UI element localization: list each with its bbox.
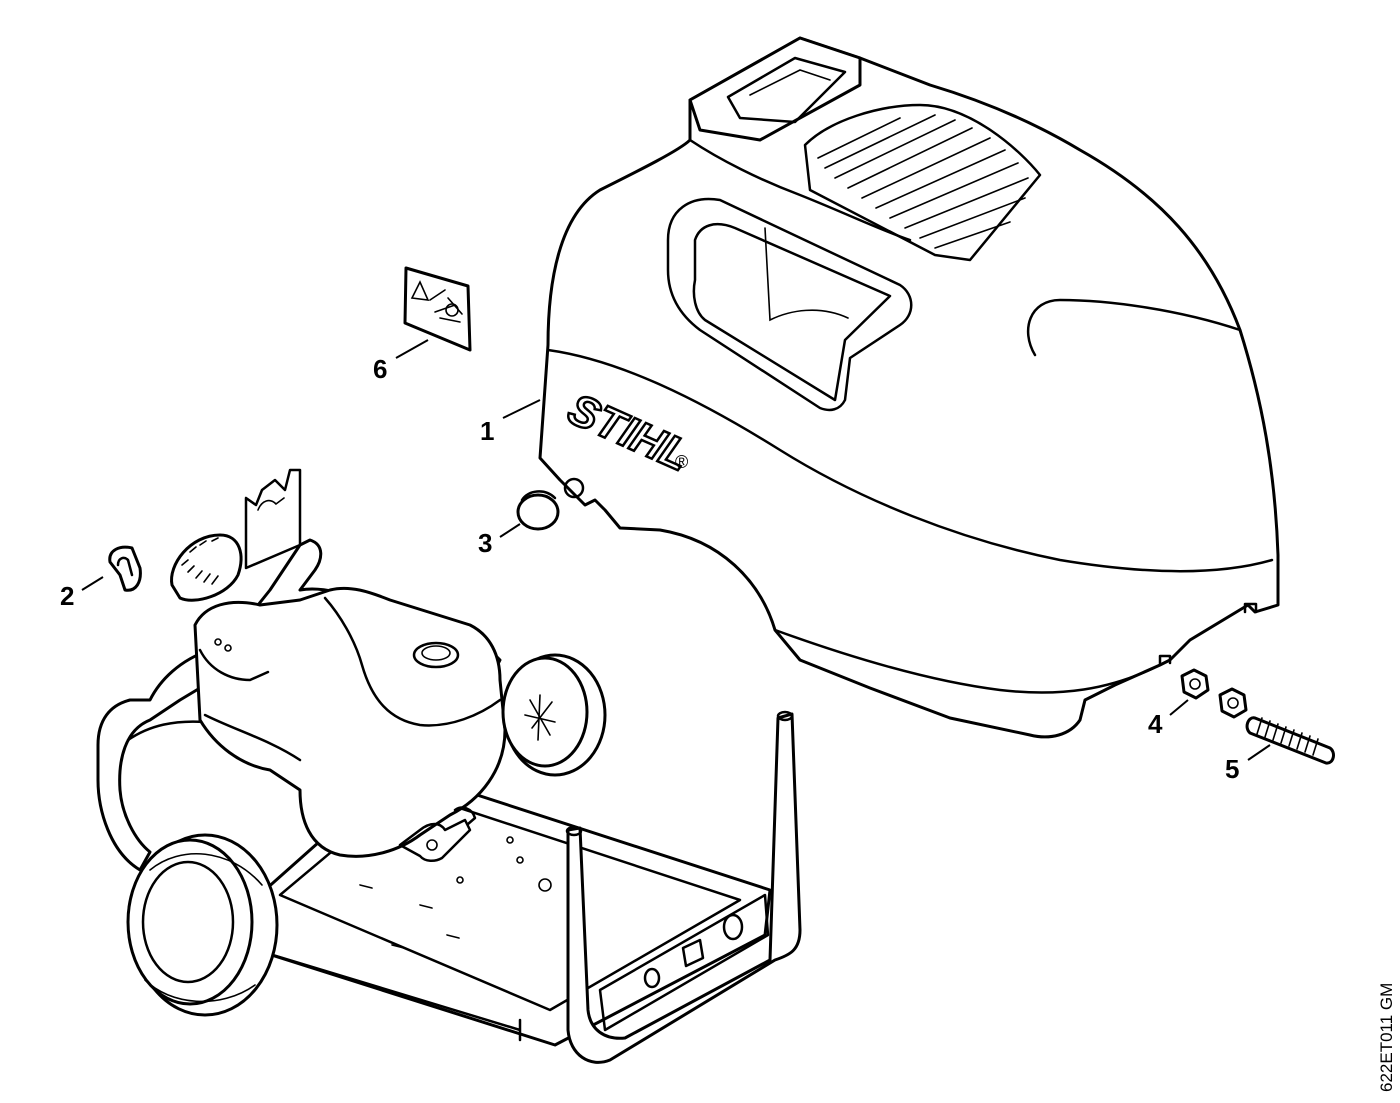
- callout-2-label: 2: [60, 581, 74, 611]
- rib-pattern: [817, 114, 1029, 249]
- callout-3-label: 3: [478, 528, 492, 558]
- callout-4: 4: [1148, 699, 1189, 739]
- left-wheel: [126, 833, 279, 1017]
- callout-4-label: 4: [1148, 709, 1163, 739]
- callout-1-label: 1: [480, 416, 494, 446]
- clip: [108, 545, 142, 592]
- nuts: [1180, 668, 1248, 719]
- threaded-rod: [1245, 716, 1335, 765]
- plug: [516, 490, 560, 531]
- callout-3: 3: [478, 523, 521, 558]
- hood-cover: STIHL ®: [538, 36, 1280, 739]
- callout-5: 5: [1225, 744, 1271, 784]
- reference-code: 622ET011 GM: [1377, 983, 1396, 1092]
- right-wheel: [501, 653, 607, 777]
- callout-1: 1: [480, 399, 541, 446]
- callout-6-label: 6: [373, 354, 387, 384]
- callouts: 1 2 3 4 5 6: [60, 339, 1271, 784]
- callout-5-label: 5: [1225, 754, 1239, 784]
- callout-6: 6: [373, 339, 429, 384]
- warning-label: [403, 266, 472, 352]
- trademark-symbol: ®: [675, 452, 688, 472]
- tank: [170, 533, 507, 862]
- callout-2: 2: [60, 576, 104, 611]
